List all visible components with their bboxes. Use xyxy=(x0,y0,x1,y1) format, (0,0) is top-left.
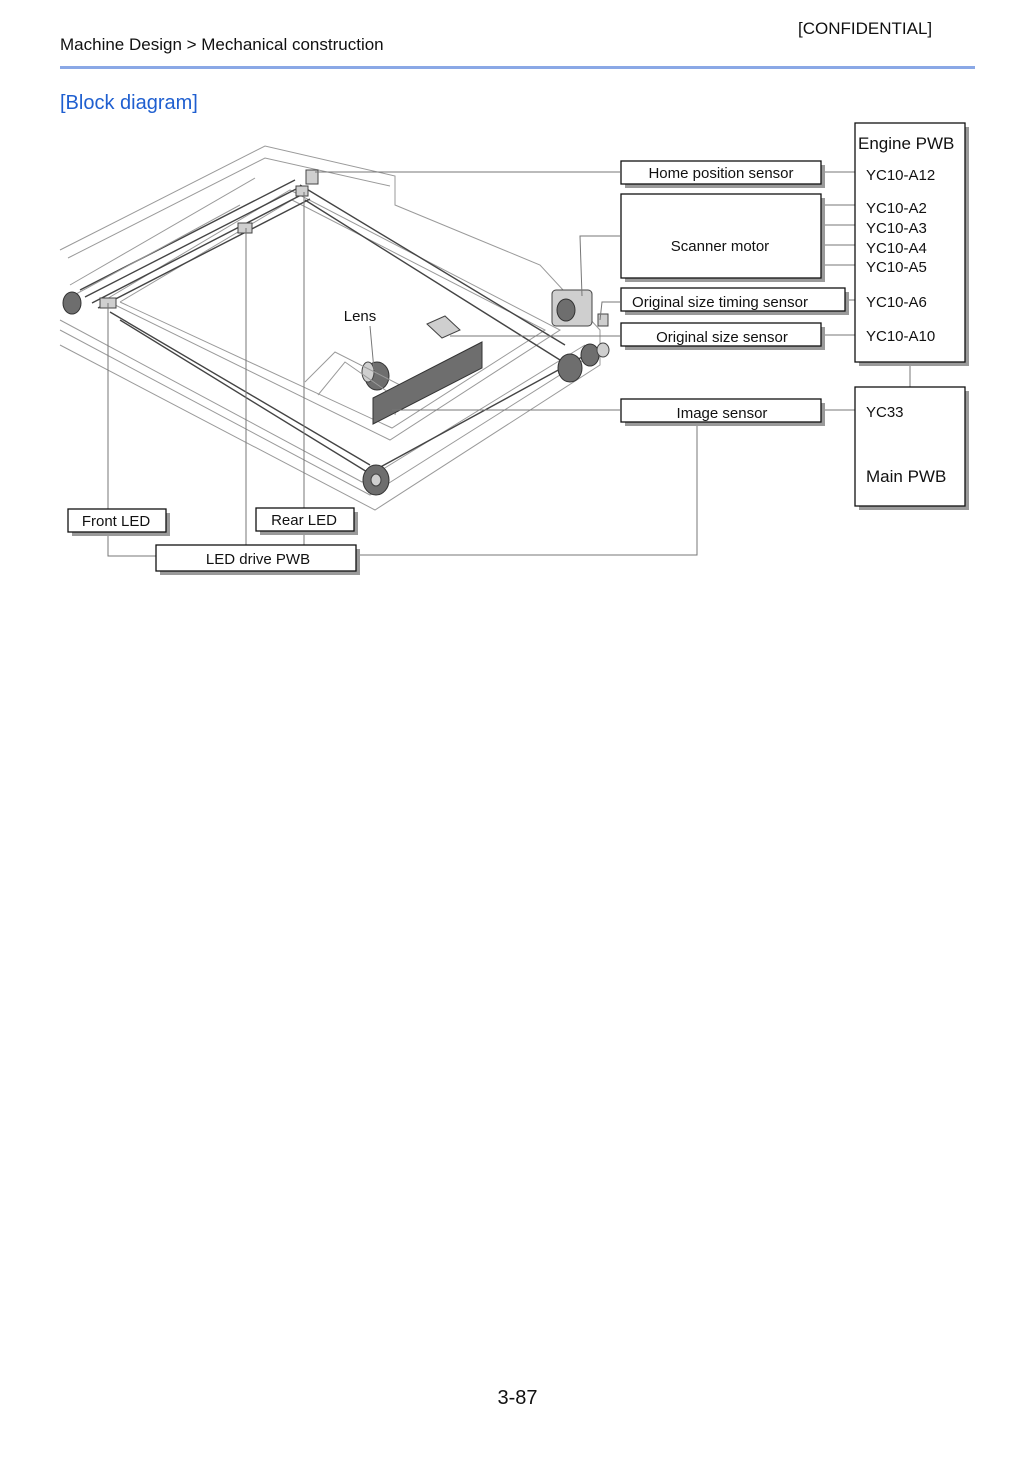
lens-label: Lens xyxy=(344,308,377,325)
confidential-label: [CONFIDENTIAL] xyxy=(798,19,933,38)
front-led-label: Front LED xyxy=(82,513,151,530)
original-size-sensor-label: Original size sensor xyxy=(656,329,788,346)
home-position-sensor-box: Home position sensor xyxy=(620,160,825,188)
engine-pwb-title: Engine PWB xyxy=(858,134,954,153)
connector-yc10-a6: YC10-A6 xyxy=(866,294,927,311)
connector-yc10-a12: YC10-A12 xyxy=(866,167,935,184)
section-title: [Block diagram] xyxy=(60,92,198,114)
led-drive-pwb-box: LED drive PWB xyxy=(155,544,360,575)
original-size-timing-sensor-label: Original size timing sensor xyxy=(632,294,808,311)
engine-pwb-box: Engine PWB YC10-A12 YC10-A2 YC10-A3 YC10… xyxy=(854,122,969,366)
leader-lines xyxy=(107,171,911,557)
home-position-sensor-label: Home position sensor xyxy=(648,165,793,182)
original-size-sensor-box: Original size sensor xyxy=(620,322,825,350)
scanner-motor-label: Scanner motor xyxy=(671,238,769,255)
front-led-box: Front LED xyxy=(67,508,170,536)
rear-led-label: Rear LED xyxy=(271,512,337,529)
scanner-unit-illustration xyxy=(59,145,610,511)
connector-yc10-a10: YC10-A10 xyxy=(866,328,935,345)
original-size-timing-sensor-box: Original size timing sensor xyxy=(620,287,849,315)
image-sensor-label: Image sensor xyxy=(677,405,768,422)
block-diagram: Home position sensor Scanner motor Origi… xyxy=(59,122,969,575)
main-pwb-box: YC33 Main PWB xyxy=(854,386,969,510)
scanner-motor-box: Scanner motor xyxy=(620,193,825,282)
connector-yc33: YC33 xyxy=(866,404,904,421)
connector-yc10-a2: YC10-A2 xyxy=(866,200,927,217)
connector-yc10-a5: YC10-A5 xyxy=(866,259,927,276)
connector-yc10-a3: YC10-A3 xyxy=(866,220,927,237)
header-divider xyxy=(60,66,975,69)
connector-yc10-a4: YC10-A4 xyxy=(866,240,927,257)
page-number: 3-87 xyxy=(497,1387,538,1409)
led-drive-pwb-label: LED drive PWB xyxy=(206,551,310,568)
breadcrumb: Machine Design > Mechanical construction xyxy=(60,35,384,54)
image-sensor-box: Image sensor xyxy=(620,398,825,426)
rear-led-box: Rear LED xyxy=(255,507,358,535)
main-pwb-title: Main PWB xyxy=(866,467,946,486)
